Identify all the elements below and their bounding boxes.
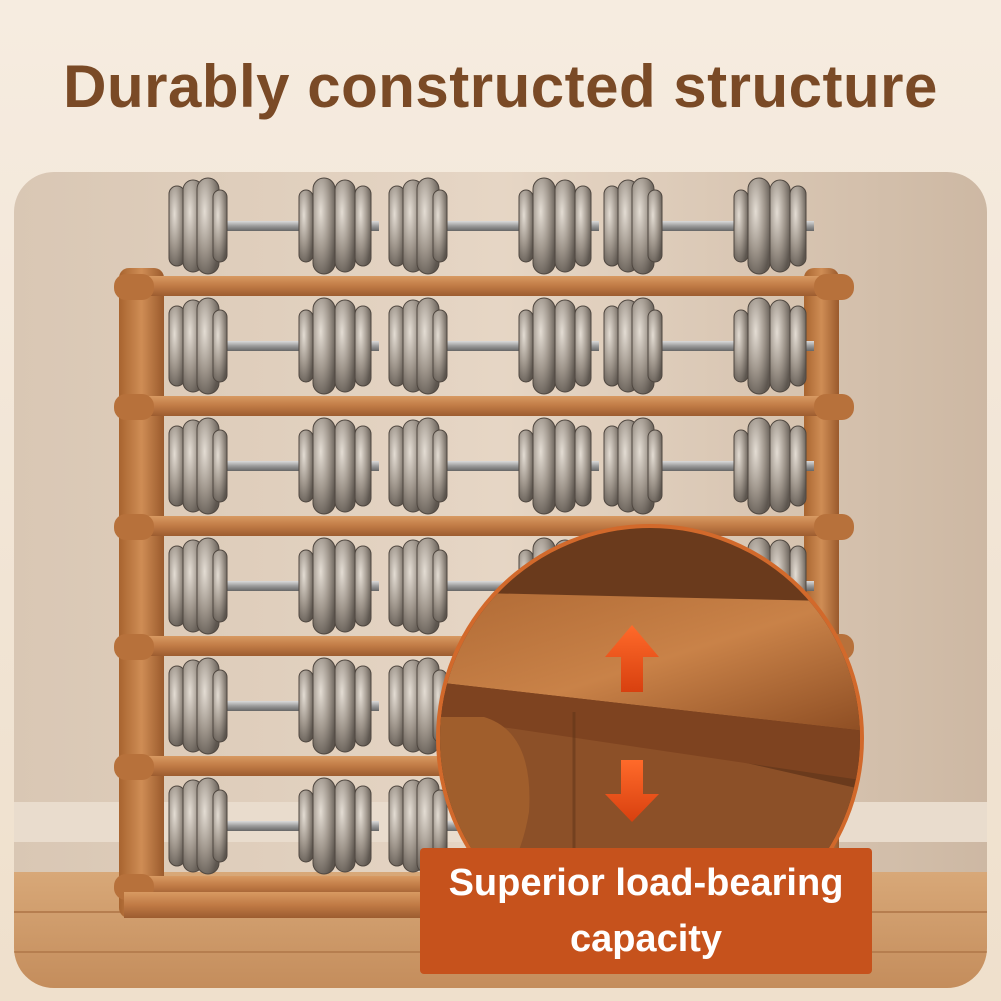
down-arrow-icon — [605, 760, 659, 822]
load-capacity-caption: Superior load-bearing capacity — [420, 848, 872, 974]
headline: Durably constructed structure — [63, 53, 938, 120]
caption-text: Superior load-bearing capacity — [448, 862, 844, 960]
up-arrow-icon — [605, 625, 659, 692]
